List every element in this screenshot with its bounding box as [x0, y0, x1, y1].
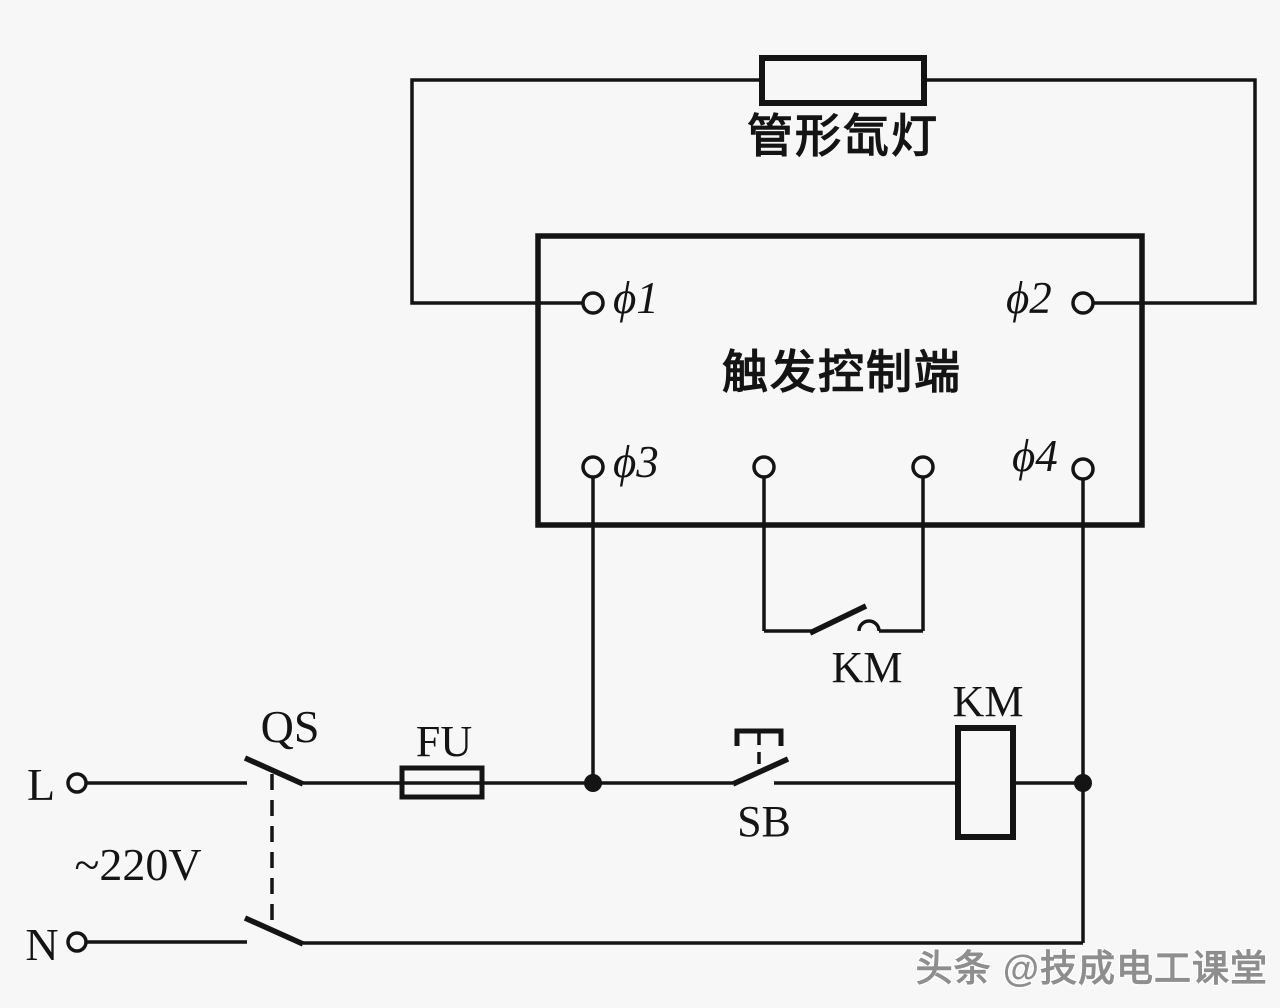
km-coil-label: KM	[952, 677, 1024, 726]
km-contact-label: KM	[831, 643, 903, 692]
sb-blade	[731, 756, 790, 787]
sb-button-cap	[734, 728, 784, 746]
terminal-phi2-circle	[1071, 291, 1095, 315]
sb-label: SB	[737, 797, 791, 846]
km-contact-arc	[857, 619, 881, 632]
wire-lamp-to-phi1	[410, 78, 762, 305]
junction-dot-phi4	[1074, 774, 1092, 792]
terminal-phi2-label: ϕ2	[1006, 273, 1052, 323]
fu-label: FU	[415, 717, 473, 766]
terminal-mid-left-circle	[752, 455, 776, 479]
xenon-lamp-symbol	[759, 55, 927, 106]
terminal-phi3-label: ϕ3	[613, 437, 659, 487]
km-contact-blade	[808, 603, 868, 636]
lamp-label: 管形氙灯	[747, 111, 939, 162]
terminal-mid-right-circle	[911, 455, 935, 479]
terminal-phi4-label: ϕ4	[1012, 431, 1058, 481]
terminal-l-circle	[66, 772, 88, 794]
watermark-text: 头条 @技成电工课堂	[915, 948, 1268, 989]
terminal-phi3-circle	[581, 455, 605, 479]
voltage-label: ~220V	[74, 839, 202, 890]
terminal-phi1-circle	[581, 291, 605, 315]
terminal-phi4-circle	[1071, 457, 1095, 481]
terminal-n-circle	[66, 931, 88, 953]
l-terminal-label: L	[26, 759, 56, 810]
n-terminal-label: N	[25, 919, 59, 970]
junction-dot-phi3	[584, 774, 602, 792]
fuse-symbol	[399, 765, 485, 800]
control-box-outline	[535, 233, 1145, 528]
qs-label: QS	[260, 701, 320, 752]
qs-blade-l	[243, 755, 305, 787]
wire-lamp-to-phi2	[924, 78, 1257, 305]
control-box-title: 触发控制端	[722, 347, 962, 398]
terminal-phi1-label: ϕ1	[613, 273, 659, 323]
km-coil-symbol	[955, 725, 1016, 840]
qs-blade-n	[243, 915, 305, 947]
